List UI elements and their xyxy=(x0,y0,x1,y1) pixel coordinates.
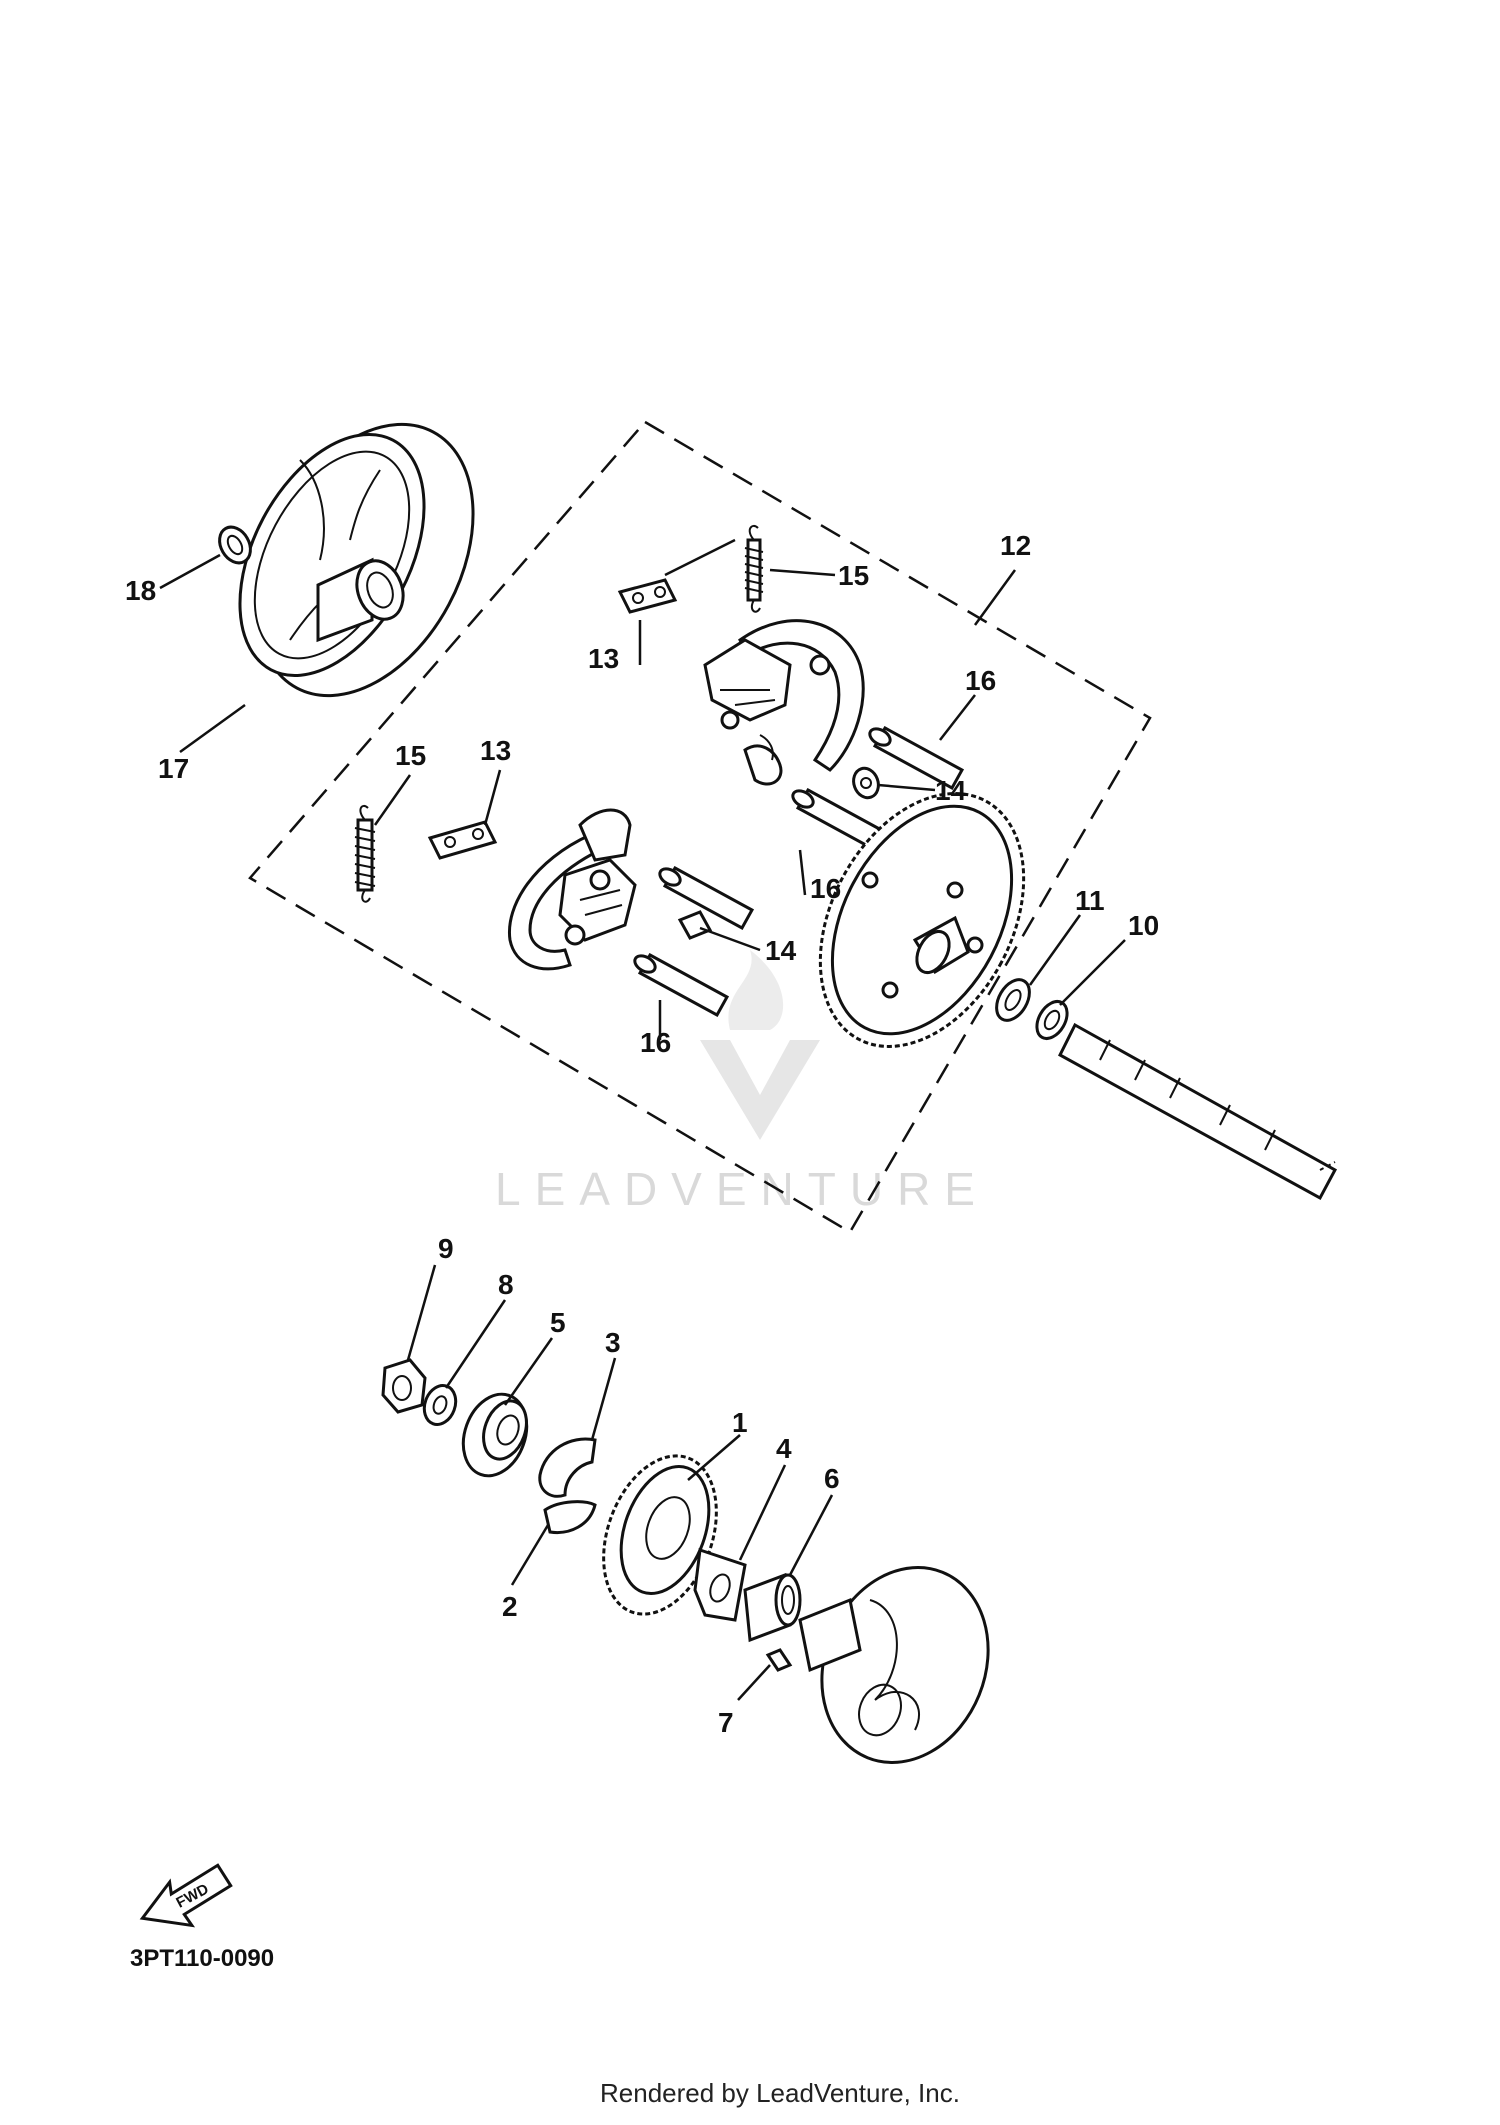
callout-14-upper: 14 xyxy=(935,775,967,806)
callout-4: 4 xyxy=(776,1433,792,1464)
shoe-plate-upper xyxy=(617,578,678,614)
callout-15-lower: 15 xyxy=(395,740,426,771)
callout-18: 18 xyxy=(125,575,156,606)
callout-12: 12 xyxy=(1000,530,1031,561)
callout-1: 1 xyxy=(732,1407,748,1438)
callout-13-upper: 13 xyxy=(588,643,619,674)
collar-6 xyxy=(743,1572,802,1643)
callout-15-upper: 15 xyxy=(838,560,869,591)
callout-13-lower: 13 xyxy=(480,735,511,766)
circlip-10 xyxy=(1035,1000,1069,1040)
callout-16-c: 16 xyxy=(640,1027,671,1058)
damper-lower xyxy=(677,910,713,940)
leadventure-watermark: LEADVENTURE xyxy=(495,950,989,1215)
half-ring-3 xyxy=(538,1437,597,1498)
callout-8: 8 xyxy=(498,1269,514,1300)
key-7 xyxy=(765,1648,793,1672)
plate-4 xyxy=(693,1547,747,1622)
shoe-plate-lower xyxy=(427,820,498,860)
fwd-arrow-icon: FWD xyxy=(139,1863,233,1928)
lower-clutch-shoe xyxy=(507,808,637,971)
clutch-plate-gear xyxy=(818,792,1026,1048)
circlip xyxy=(218,525,252,565)
callout-6: 6 xyxy=(824,1463,840,1494)
drive-shaft xyxy=(1058,1022,1338,1201)
callout-10: 10 xyxy=(1128,910,1159,941)
leader-lines xyxy=(159,538,1126,1701)
watermark-text: LEADVENTURE xyxy=(495,1163,989,1215)
damper-upper xyxy=(852,766,880,800)
bearing-5 xyxy=(461,1392,529,1478)
callout-17: 17 xyxy=(158,753,189,784)
callout-2: 2 xyxy=(502,1591,518,1622)
gear-1 xyxy=(602,1454,718,1616)
pin-3 xyxy=(658,865,755,931)
crank-web xyxy=(798,1566,990,1764)
pin-1 xyxy=(868,725,965,791)
callout-3: 3 xyxy=(605,1327,621,1358)
callout-16-b: 16 xyxy=(810,873,841,904)
callout-labels: 1 2 3 4 5 6 7 8 9 10 11 12 13 13 14 14 1… xyxy=(125,530,1159,1738)
callout-9: 9 xyxy=(438,1233,454,1264)
part-diagram-code: 3PT110-0090 xyxy=(130,1945,275,1972)
callout-7: 7 xyxy=(718,1707,734,1738)
callout-5: 5 xyxy=(550,1307,566,1338)
clutch-assembly-boundary xyxy=(248,420,1152,1234)
pin-4 xyxy=(633,952,730,1018)
callout-16-a: 16 xyxy=(965,665,996,696)
spring-lower xyxy=(354,804,376,903)
render-credit: Rendered by LeadVenture, Inc. xyxy=(600,2078,960,2108)
clutch-housing-drum xyxy=(238,422,475,698)
upper-clutch-shoe xyxy=(703,619,865,786)
half-ring-2 xyxy=(543,1500,597,1535)
nut-9 xyxy=(381,1358,427,1414)
spring-upper xyxy=(744,524,764,613)
callout-14-lower: 14 xyxy=(765,935,797,966)
washer-11 xyxy=(995,978,1031,1022)
callout-11: 11 xyxy=(1075,885,1105,916)
